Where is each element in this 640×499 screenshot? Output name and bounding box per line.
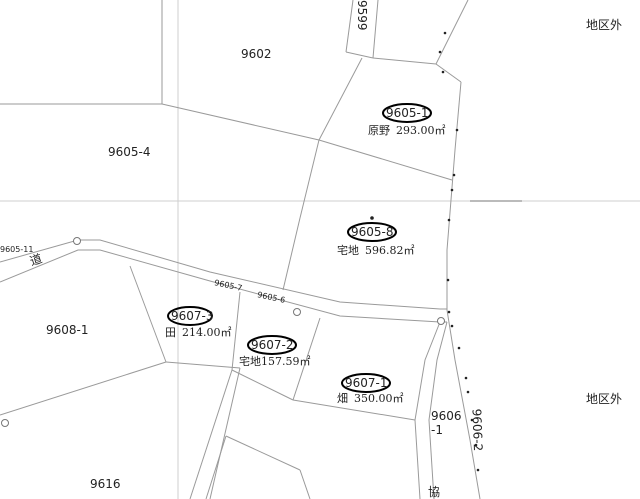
land-use: 宅地 bbox=[239, 355, 261, 368]
land-use: 畑 bbox=[337, 392, 348, 405]
boundary-dots bbox=[370, 31, 480, 472]
land-use: 宅地 bbox=[337, 244, 359, 257]
parcel-9616: 9616 bbox=[90, 477, 121, 491]
parcel-9602: 9602 bbox=[241, 47, 272, 61]
lot-info-9607-1: 畑 350.00㎡ bbox=[337, 393, 404, 404]
lot-id-9605-8: 9605-8 bbox=[351, 225, 394, 239]
parcel-boundaries bbox=[0, 0, 481, 499]
land-use: 田 bbox=[165, 326, 176, 339]
lot-info-9607-3: 田 214.00㎡ bbox=[165, 327, 232, 338]
parcel-9606-1: 9606 -1 bbox=[431, 409, 462, 437]
lot-id-9607-2: 9607-2 bbox=[251, 338, 294, 352]
lot-id-9607-3: 9607-3 bbox=[171, 309, 214, 323]
region-outside-bottom: 地区外 bbox=[586, 392, 623, 406]
partial-char: 協 bbox=[428, 485, 441, 499]
lot-info-9607-2: 宅地157.59㎡ bbox=[239, 356, 311, 367]
lot-id-9605-1: 9605-1 bbox=[386, 106, 429, 120]
lot-id-ellipses bbox=[167, 103, 432, 393]
lot-area: 350.00㎡ bbox=[354, 392, 404, 405]
parcel-9606-2: 9606-2 bbox=[469, 408, 485, 452]
road-markers bbox=[1, 237, 445, 427]
lot-id-9607-1: 9607-1 bbox=[345, 376, 388, 390]
land-use: 原野 bbox=[368, 124, 390, 137]
lot-area: 214.00㎡ bbox=[182, 326, 232, 339]
lot-info-9605-1: 原野 293.00㎡ bbox=[368, 125, 446, 136]
parcel-9605-11: 9605-11 bbox=[0, 245, 34, 254]
parcel-9599: 9599 bbox=[355, 0, 369, 31]
parcel-9605-4: 9605-4 bbox=[108, 145, 151, 159]
lot-area: 157.59㎡ bbox=[261, 355, 311, 368]
lot-info-9605-8: 宅地 596.82㎡ bbox=[337, 245, 415, 256]
parcel-9608-1: 9608-1 bbox=[46, 323, 89, 337]
lot-area: 596.82㎡ bbox=[365, 244, 415, 257]
lot-area: 293.00㎡ bbox=[396, 124, 446, 137]
region-outside-top: 地区外 bbox=[586, 18, 623, 32]
